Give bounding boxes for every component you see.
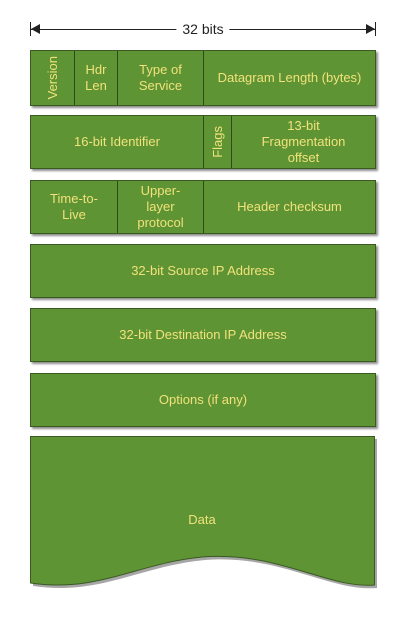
data-shape (30, 436, 377, 589)
bit-width-right-tick (375, 22, 376, 36)
field-version-label: Version (44, 56, 60, 100)
field-options: Options (if any) (158, 392, 248, 407)
field-source-ip: 32-bit Source IP Address (131, 263, 275, 278)
field-datagram-length: Datagram Length (bytes) (203, 51, 375, 105)
field-header-length: Hdr Len (74, 51, 117, 105)
field-data: Data (188, 512, 216, 527)
data-section: Data (30, 436, 380, 596)
header-row-1: Version Hdr Len Type of Service Datagram… (30, 50, 376, 106)
field-header-checksum: Header checksum (203, 181, 375, 233)
field-upper-layer-protocol: Upper- layer protocol (117, 181, 203, 233)
field-time-to-live: Time-to- Live (50, 191, 98, 222)
header-row-6: Options (if any) (30, 373, 376, 427)
header-row-3: Time-to- Live Upper- layer protocol Head… (30, 180, 376, 234)
header-row-4: 32-bit Source IP Address (30, 244, 376, 298)
field-fragmentation-offset: 13-bit Fragmentation offset (231, 116, 375, 168)
bit-width-left-tick (30, 22, 31, 36)
field-type-of-service: Type of Service (117, 51, 203, 105)
right-arrow-icon (366, 24, 375, 34)
field-identifier: 16-bit Identifier (74, 134, 160, 149)
field-flags: Flags (203, 116, 231, 168)
field-version: Version (31, 51, 74, 105)
field-destination-ip: 32-bit Destination IP Address (119, 327, 287, 342)
left-arrow-icon (31, 24, 40, 34)
header-row-5: 32-bit Destination IP Address (30, 308, 376, 362)
header-row-2: 16-bit Identifier Flags 13-bit Fragmenta… (30, 115, 376, 169)
bit-width-indicator: 32 bits (30, 18, 376, 40)
field-flags-label: Flags (209, 126, 225, 158)
bit-width-label: 32 bits (176, 18, 230, 40)
